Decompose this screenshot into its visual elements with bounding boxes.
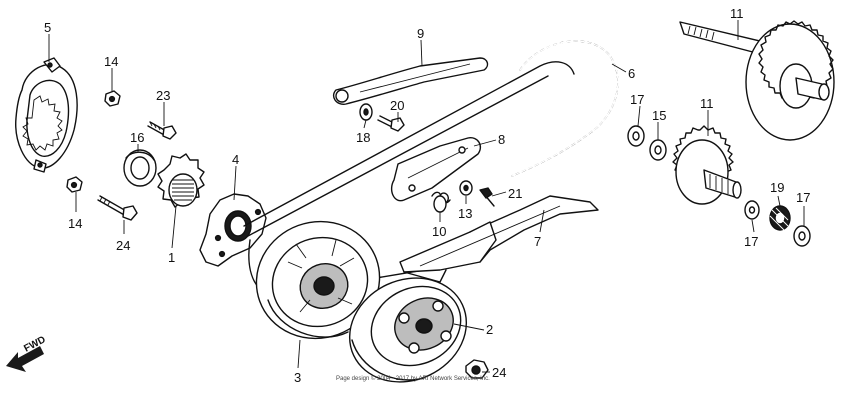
fwd-arrow: FWD	[6, 334, 48, 372]
part-20-needle-bearing	[769, 205, 791, 231]
part-22-bolt	[377, 115, 405, 132]
part-24-nut	[465, 359, 489, 379]
part-9-tensioner-arm	[332, 57, 489, 105]
part-21-bolt	[479, 187, 495, 207]
callout-22: 20	[390, 98, 404, 113]
part-3-drive-pulley	[255, 220, 381, 340]
callout-15: 15	[652, 108, 666, 123]
callout-13: 13	[458, 206, 472, 221]
part-19-washer	[359, 103, 373, 121]
callout-2: 2	[486, 322, 493, 337]
copyright-watermark: Page design © 2004 - 2017 by ARI Network…	[336, 375, 490, 382]
callout-12: 11	[730, 6, 744, 21]
callout-5: 5	[44, 20, 51, 35]
callout-1: 1	[168, 250, 175, 265]
callout-3: 3	[294, 370, 301, 385]
part-2-clutch-assembly	[348, 277, 468, 383]
part-10-spring	[431, 191, 451, 213]
callout-19: 18	[356, 130, 370, 145]
callout-9: 9	[417, 26, 424, 41]
callout-11: 11	[700, 96, 714, 111]
part-14-clip-lower	[66, 176, 83, 193]
part-6-drive-chain	[511, 40, 619, 177]
part-12-final-gear-shaft	[679, 20, 835, 141]
callout-20: 19	[770, 180, 784, 195]
callout-21: 21	[508, 186, 522, 201]
part-17-washer-left	[744, 200, 760, 220]
part-23-bolt-upper	[147, 121, 177, 140]
callout-6: 6	[628, 66, 635, 81]
part-18-washer	[627, 125, 645, 147]
callout-18: 17	[630, 92, 644, 107]
part-1-drive-sprocket	[157, 153, 205, 208]
part-16-collar	[123, 149, 157, 187]
part-7-bracket-arm	[399, 195, 599, 283]
callout-8: 8	[498, 132, 505, 147]
callout-7: 7	[534, 234, 541, 249]
callout-23-lower: 24	[116, 238, 130, 253]
part-17-washer-right	[793, 225, 811, 247]
callout-14-upper: 14	[104, 54, 118, 69]
leader-lines	[48, 20, 805, 373]
callout-16: 16	[130, 130, 144, 145]
callouts: 5 14 23 16 14 24 1 4 3 2 9 6 8 18 20 13 …	[44, 6, 810, 385]
callout-17-left: 17	[744, 234, 758, 249]
callout-10: 10	[432, 224, 446, 239]
part-8-chain-guide	[390, 137, 482, 202]
part-13-washer	[459, 180, 473, 196]
callout-17-right: 17	[796, 190, 810, 205]
part-5-cover-plate	[15, 57, 78, 173]
part-15-washer	[649, 139, 667, 161]
part-23-bolt-lower	[97, 195, 138, 221]
part-14-clip-upper	[104, 90, 121, 107]
callout-4: 4	[232, 152, 239, 167]
callout-24: 24	[492, 365, 506, 380]
callout-23-upper: 23	[156, 88, 170, 103]
part-4-drive-plate	[199, 193, 267, 267]
callout-14-lower: 14	[68, 216, 82, 231]
part-11-driven-sprocket	[672, 125, 742, 205]
